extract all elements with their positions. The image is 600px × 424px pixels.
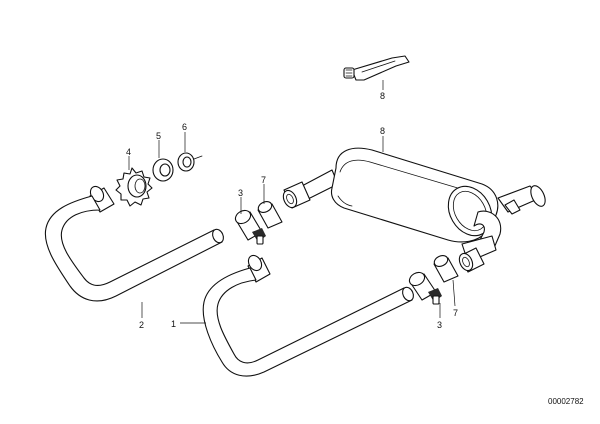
callout-strap: 8: [380, 91, 385, 101]
callout-muffler: 8: [380, 126, 385, 136]
strap-bracket-part: [343, 55, 410, 81]
washer-part: [152, 158, 174, 182]
callout-upper-clamp-a: 3: [238, 188, 243, 198]
callout-lower-clamp-b: 7: [453, 308, 458, 318]
callout-lower-clamp-a: 3: [437, 320, 442, 330]
left-pipe-part: [44, 185, 224, 302]
callout-left-pipe: 2: [139, 320, 144, 330]
document-number: 00002782: [548, 397, 584, 406]
callout-washer: 5: [156, 131, 161, 141]
upper-clamp-b-part: [257, 201, 283, 229]
lower-connector-sleeve: [458, 247, 485, 273]
leader-line-lower-clamp-b: [452, 279, 456, 307]
callout-upper-clamp-b: 7: [261, 175, 266, 185]
ring-part: [177, 152, 203, 172]
lower-clamp-a-part: [408, 271, 442, 305]
upper-connector-sleeve: [282, 181, 311, 209]
lower-clamp-b-part: [433, 255, 459, 283]
callout-gear: 4: [126, 147, 131, 157]
callout-ring: 6: [182, 122, 187, 132]
callout-right-pipe: 1: [171, 319, 176, 329]
muffler-part: [299, 147, 546, 263]
right-pipe-part: [202, 254, 414, 377]
gear-part: [115, 167, 153, 207]
upper-clamp-a-part: [234, 209, 266, 245]
